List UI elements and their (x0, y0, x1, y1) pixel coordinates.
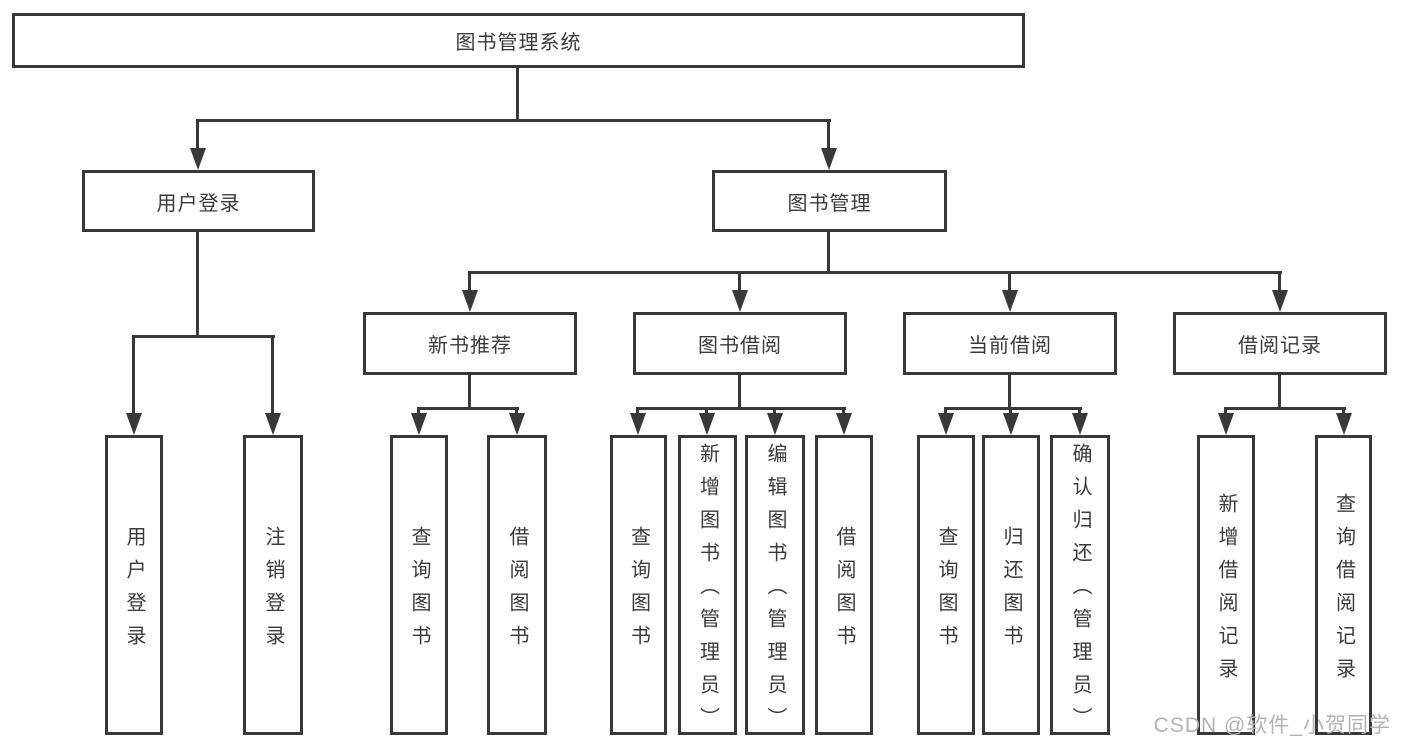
arrowhead-down-icon (190, 148, 206, 170)
leaf-label: 借阅图书 (833, 525, 855, 658)
leaf-return-books: 归还图书 (982, 435, 1040, 735)
leaf-query-books-current: 查询图书 (917, 435, 975, 735)
arrowhead-down-icon (509, 413, 525, 435)
connector-line (945, 407, 1082, 410)
leaf-label: 查询图书 (935, 525, 957, 658)
node-borrowing-records: 借阅记录 (1173, 312, 1387, 375)
connector-line (196, 232, 199, 338)
connector-line (417, 407, 420, 417)
node-label: 当前借阅 (968, 335, 1052, 357)
leaf-label: 归还图书 (1000, 525, 1022, 658)
connector-line (773, 407, 776, 417)
node-user-login: 用户登录 (82, 170, 315, 232)
arrowhead-down-icon (1002, 290, 1018, 312)
connector-line (738, 375, 741, 410)
leaf-label: 新增图书（管理员） (696, 443, 719, 740)
arrowhead-down-icon (821, 148, 837, 170)
arrowhead-down-icon (732, 290, 748, 312)
arrowhead-down-icon (265, 413, 281, 435)
leaf-query-books-recommend: 查询图书 (390, 435, 448, 735)
node-label: 用户登录 (156, 192, 241, 215)
leaf-label: 新增借阅记录 (1215, 492, 1237, 691)
connector-line (468, 271, 471, 293)
node-label: 图书管理 (787, 192, 872, 215)
arrowhead-down-icon (1003, 413, 1019, 435)
connector-line (1224, 407, 1227, 417)
leaf-label: 编辑图书（管理员） (764, 443, 786, 740)
leaf-confirm-return-admin: 确认归还（管理员） (1050, 435, 1110, 740)
connector-line (418, 407, 519, 410)
leaf-borrow-books: 借阅图书 (815, 435, 873, 735)
connector-line (197, 119, 831, 122)
arrowhead-down-icon (1336, 413, 1352, 435)
leaf-label: 注销登录 (262, 525, 284, 658)
connector-line (1225, 407, 1346, 410)
connector-line (1342, 407, 1345, 417)
connector-line (827, 119, 830, 152)
connector-line (1278, 271, 1281, 293)
connector-line (1078, 407, 1081, 417)
leaf-label: 查询借阅记录 (1332, 492, 1355, 691)
leaf-label: 查询图书 (627, 525, 650, 658)
leaf-label: 查询图书 (408, 525, 430, 658)
connector-line (1009, 407, 1012, 417)
connector-line (132, 335, 135, 415)
arrowhead-down-icon (126, 413, 142, 435)
arrowhead-down-icon (836, 413, 852, 435)
connector-line (468, 375, 471, 410)
connector-line (827, 232, 830, 274)
leaf-query-books-borrow: 查询图书 (610, 435, 667, 735)
node-label: 借阅记录 (1238, 335, 1322, 357)
connector-line (1008, 271, 1011, 293)
node-label: 图书管理系统 (455, 32, 582, 54)
node-new-book-recommendation: 新书推荐 (363, 312, 577, 375)
node-book-borrowing: 图书借阅 (633, 312, 847, 375)
arrowhead-down-icon (1272, 290, 1288, 312)
connector-line (637, 407, 846, 410)
arrowhead-down-icon (1218, 413, 1234, 435)
node-book-management: 图书管理 (712, 170, 947, 232)
arrowhead-down-icon (767, 413, 783, 435)
arrowhead-down-icon (699, 413, 715, 435)
connector-line (944, 407, 947, 417)
node-label: 新书推荐 (428, 335, 512, 357)
arrowhead-down-icon (938, 413, 954, 435)
arrowhead-down-icon (462, 290, 478, 312)
arrowhead-down-icon (630, 413, 646, 435)
leaf-user-login: 用户登录 (105, 435, 163, 735)
leaf-add-books-admin: 新增图书（管理员） (678, 435, 737, 740)
connector-line (1278, 375, 1281, 410)
connector-line (842, 407, 845, 417)
leaf-label: 借阅图书 (506, 525, 528, 658)
connector-line (469, 271, 1282, 274)
connector-line (1008, 375, 1011, 410)
connector-line (133, 335, 275, 338)
connector-line (515, 407, 518, 417)
connector-line (271, 335, 274, 415)
leaf-add-borrow-record: 新增借阅记录 (1197, 435, 1255, 735)
connector-line (636, 407, 639, 417)
leaf-label: 确认归还（管理员） (1069, 443, 1091, 740)
connector-line (516, 68, 519, 122)
connector-line (705, 407, 708, 417)
leaf-edit-books-admin: 编辑图书（管理员） (745, 435, 805, 740)
node-current-borrowing: 当前借阅 (903, 312, 1117, 375)
csdn-watermark: CSDN @软件_小贺同学 (1153, 714, 1391, 737)
connector-line (738, 271, 741, 293)
arrowhead-down-icon (1072, 413, 1088, 435)
node-library-management-system: 图书管理系统 (12, 13, 1025, 68)
connector-line (196, 119, 199, 152)
leaf-logout-login: 注销登录 (243, 435, 303, 735)
arrowhead-down-icon (411, 413, 427, 435)
leaf-borrow-books-recommend: 借阅图书 (487, 435, 547, 735)
leaf-label: 用户登录 (123, 525, 145, 658)
leaf-query-borrow-record: 查询借阅记录 (1315, 435, 1372, 735)
node-label: 图书借阅 (698, 335, 782, 357)
